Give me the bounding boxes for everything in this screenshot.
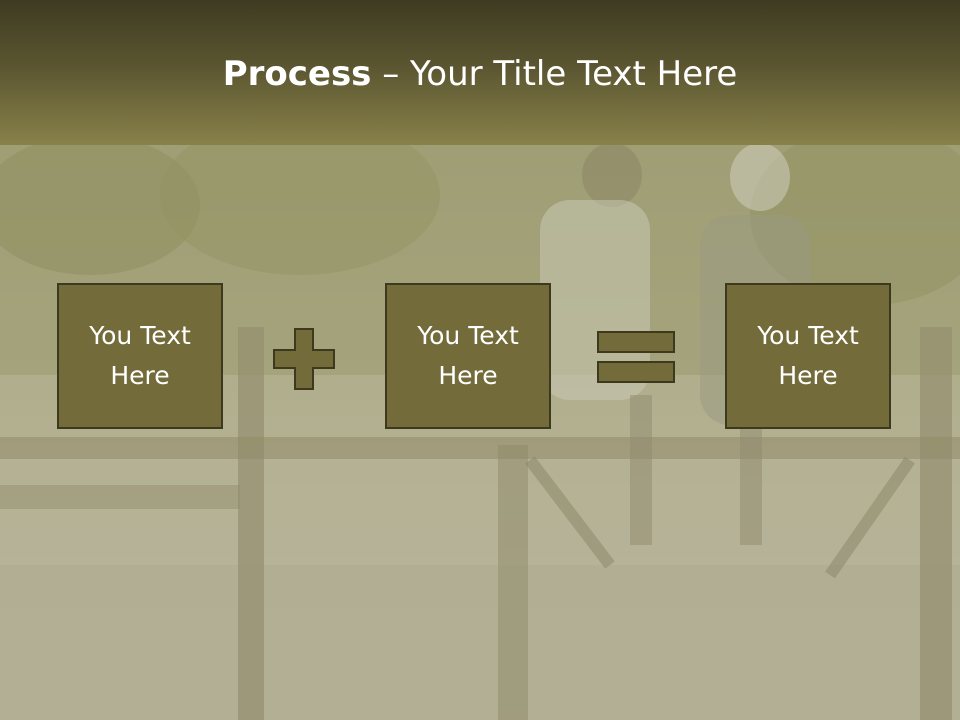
- process-box-1-line2: Here: [110, 361, 170, 390]
- plus-icon: [273, 328, 335, 390]
- equals-icon: [597, 331, 675, 383]
- title-bold: Process: [222, 54, 372, 94]
- process-box-2[interactable]: You Text Here: [385, 283, 551, 429]
- process-box-2-text: You Text Here: [417, 316, 519, 396]
- process-box-2-line1: You Text: [417, 321, 519, 350]
- process-box-3[interactable]: You Text Here: [725, 283, 891, 429]
- process-box-1[interactable]: You Text Here: [57, 283, 223, 429]
- process-box-3-line1: You Text: [757, 321, 859, 350]
- pier-scene-illustration: [0, 145, 960, 720]
- process-box-1-text: You Text Here: [89, 316, 191, 396]
- process-box-3-text: You Text Here: [757, 316, 859, 396]
- slide-title: Process – Your Title Text Here: [0, 52, 960, 96]
- title-rest: – Your Title Text Here: [371, 54, 738, 94]
- title-banner: Process – Your Title Text Here: [0, 0, 960, 145]
- background-photo: [0, 145, 960, 720]
- process-box-3-line2: Here: [778, 361, 838, 390]
- process-box-2-line2: Here: [438, 361, 498, 390]
- process-box-1-line1: You Text: [89, 321, 191, 350]
